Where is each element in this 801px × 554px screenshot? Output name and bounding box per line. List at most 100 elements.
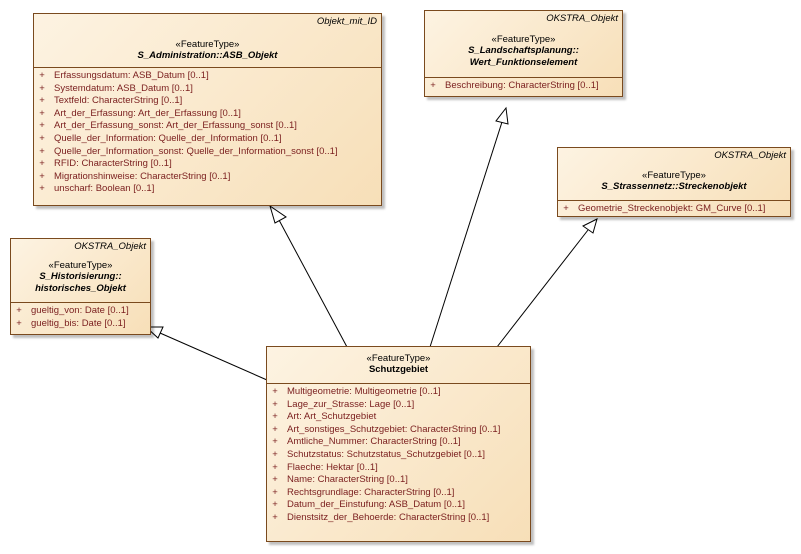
attribute-text: Quelle_der_Information: Quelle_der_Infor…	[54, 132, 282, 144]
attribute-text: Systemdatum: ASB_Datum [0..1]	[54, 82, 193, 94]
stereotype-label: «FeatureType»	[175, 39, 240, 50]
attribute-text: Beschreibung: CharacterString [0..1]	[445, 80, 599, 91]
attribute-text: Art: Art_Schutzgebiet	[287, 411, 377, 423]
visibility-marker: +	[39, 158, 45, 170]
attribute-text: Multigeometrie: Multigeometrie [0..1]	[287, 386, 441, 397]
attribute-row: +Geometrie_Streckenobjekt: GM_Curve [0..…	[558, 203, 790, 216]
class-name-line-2: Wert_Funktionselement	[469, 57, 578, 68]
attribute-text: RFID: CharacterString [0..1]	[54, 158, 172, 170]
class-header: OKSTRA_Objekt «FeatureType» S_Strassenne…	[558, 148, 790, 201]
attribute-text: Lage_zur_Strasse: Lage [0..1]	[287, 398, 415, 410]
attribute-row: + Beschreibung: CharacterString [0..1]	[425, 80, 622, 93]
visibility-marker: +	[39, 183, 45, 195]
parent-namespace-label: OKSTRA_Objekt	[546, 13, 618, 24]
attribute-text: gueltig_bis: Date [0..1]	[31, 317, 126, 329]
stereotype-label: «FeatureType»	[366, 353, 431, 364]
attribute-row: + Flaeche: Hektar [0..1]	[267, 462, 530, 475]
visibility-marker: +	[39, 107, 45, 119]
class-wert-funktionselement[interactable]: OKSTRA_Objekt «FeatureType» S_Landschaft…	[424, 10, 623, 97]
attribute-row: +gueltig_bis: Date [0..1]	[11, 318, 150, 331]
attribute-list: +Erfassungsdatum: ASB_Datum [0..1] +Syst…	[34, 68, 381, 196]
attribute-row: +Quelle_der_Information_sonst: Quelle_de…	[34, 146, 381, 159]
generalization-to-wert-funktionselement	[429, 121, 503, 348]
class-name: Schutzgebiet	[368, 364, 429, 375]
attribute-row: + Erfassungsdatum: ASB_Datum [0..1]	[34, 70, 381, 83]
visibility-marker: +	[39, 70, 45, 81]
attribute-row: +Systemdatum: ASB_Datum [0..1]	[34, 83, 381, 96]
class-header: OKSTRA_Objekt «FeatureType» S_Landschaft…	[425, 11, 622, 78]
attribute-text: Textfeld: CharacterString [0..1]	[54, 95, 183, 107]
attribute-list: + gueltig_von: Date [0..1] +gueltig_bis: …	[11, 303, 150, 330]
attribute-row: + Name: CharacterString [0..1]	[267, 474, 530, 487]
class-name-line-1: S_Landschaftsplanung::	[468, 45, 579, 56]
attribute-row: + Art: Art_Schutzgebiet	[267, 411, 530, 424]
attribute-list: +Geometrie_Streckenobjekt: GM_Curve [0..…	[558, 201, 790, 216]
visibility-marker: +	[39, 120, 45, 132]
attribute-row: + Textfeld: CharacterString [0..1]	[34, 95, 381, 108]
attribute-text: Art_der_Erfassung_sonst: Art_der_Erfassu…	[54, 120, 297, 132]
visibility-marker: +	[272, 474, 278, 486]
attribute-text: Dienstsitz_der_Behoerde: CharacterString…	[287, 511, 490, 523]
attribute-text: Amtliche_Nummer: CharacterString [0..1]	[287, 436, 461, 448]
attribute-row: + Quelle_der_Information: Quelle_der_Info…	[34, 133, 381, 146]
stereotype-label: «FeatureType»	[48, 260, 113, 271]
visibility-marker: +	[272, 448, 278, 460]
visibility-marker: +	[272, 486, 278, 498]
visibility-marker: +	[563, 203, 569, 214]
attribute-list: + Multigeometrie: Multigeometrie [0..1] +…	[267, 384, 530, 525]
class-header: OKSTRA_Objekt «FeatureType» S_Historisie…	[11, 239, 150, 303]
attribute-row: + Migrationshinweise: CharacterString [0.…	[34, 171, 381, 184]
generalization-arrowhead-asb-objekt	[269, 204, 287, 224]
class-streckenobjekt[interactable]: OKSTRA_Objekt «FeatureType» S_Strassenne…	[557, 147, 791, 217]
visibility-marker: +	[272, 398, 278, 410]
attribute-text: Flaeche: Hektar [0..1]	[287, 461, 378, 473]
parent-namespace-label: OKSTRA_Objekt	[74, 241, 146, 252]
attribute-text: Quelle_der_Information_sonst: Quelle_der…	[54, 145, 338, 157]
visibility-marker: +	[39, 95, 45, 107]
attribute-row: + RFID: CharacterString [0..1]	[34, 158, 381, 171]
visibility-marker: +	[272, 499, 278, 511]
attribute-text: Migrationshinweise: CharacterString [0..…	[54, 170, 231, 182]
attribute-text: Art_der_Erfassung: Art_der_Erfassung [0.…	[54, 107, 241, 119]
visibility-marker: +	[272, 436, 278, 448]
generalization-arrowhead-wert-funktionselement	[495, 106, 509, 125]
stereotype-label: «FeatureType»	[642, 170, 706, 181]
visibility-marker: +	[16, 305, 22, 316]
attribute-text: gueltig_von: Date [0..1]	[31, 305, 129, 316]
parent-namespace-label: OKSTRA_Objekt	[714, 150, 786, 161]
attribute-text: Schutzstatus: Schutzstatus_Schutzgebiet …	[287, 448, 486, 460]
attribute-text: Rechtsgrundlage: CharacterString [0..1]	[287, 486, 455, 498]
attribute-list: + Beschreibung: CharacterString [0..1]	[425, 78, 622, 93]
attribute-row: + Art_der_Erfassung_sonst: Art_der_Erfass…	[34, 120, 381, 133]
attribute-row: +Datum_der_Einstufung: ASB_Datum [0..1]	[267, 499, 530, 512]
attribute-row: + Schutzstatus: Schutzstatus_Schutzgebiet…	[267, 449, 530, 462]
visibility-marker: +	[430, 80, 436, 91]
class-schutzgebiet[interactable]: «FeatureType» Schutzgebiet + Multigeometr…	[266, 346, 531, 542]
class-asb-objekt[interactable]: Objekt_mit_ID «FeatureType» S_Administra…	[33, 13, 382, 206]
visibility-marker: +	[272, 461, 278, 473]
class-header: Objekt_mit_ID «FeatureType» S_Administra…	[34, 14, 381, 68]
attribute-row: + Art_der_Erfassung: Art_der_Erfassung [0…	[34, 108, 381, 121]
attribute-row: + gueltig_von: Date [0..1]	[11, 305, 150, 318]
generalization-arrowhead-streckenobjekt	[582, 218, 598, 234]
class-historisches-objekt[interactable]: OKSTRA_Objekt «FeatureType» S_Historisie…	[10, 238, 151, 335]
visibility-marker: +	[39, 170, 45, 182]
stereotype-label: «FeatureType»	[491, 34, 556, 45]
attribute-row: + unscharf: Boolean [0..1]	[34, 183, 381, 196]
attribute-row: + Rechtsgrundlage: CharacterString [0..1]	[267, 487, 530, 500]
visibility-marker: +	[272, 386, 278, 397]
attribute-row: +Dienstsitz_der_Behoerde: CharacterStrin…	[267, 512, 530, 525]
generalization-to-asb-objekt	[278, 219, 348, 348]
attribute-row: +Art_sonstiges_Schutzgebiet: CharacterSt…	[267, 424, 530, 437]
attribute-row: + Lage_zur_Strasse: Lage [0..1]	[267, 399, 530, 412]
generalization-to-historisches-objekt	[159, 332, 268, 381]
attribute-text: unscharf: Boolean [0..1]	[54, 183, 155, 195]
attribute-text: Erfassungsdatum: ASB_Datum [0..1]	[54, 70, 209, 81]
visibility-marker: +	[39, 132, 45, 144]
attribute-text: Art_sonstiges_Schutzgebiet: CharacterStr…	[287, 423, 501, 435]
class-name: S_Administration::ASB_Objekt	[137, 50, 278, 61]
attribute-text: Name: CharacterString [0..1]	[287, 474, 408, 486]
class-header: «FeatureType» Schutzgebiet	[267, 347, 530, 384]
attribute-row: + Amtliche_Nummer: CharacterString [0..1]	[267, 436, 530, 449]
visibility-marker: +	[272, 411, 278, 423]
